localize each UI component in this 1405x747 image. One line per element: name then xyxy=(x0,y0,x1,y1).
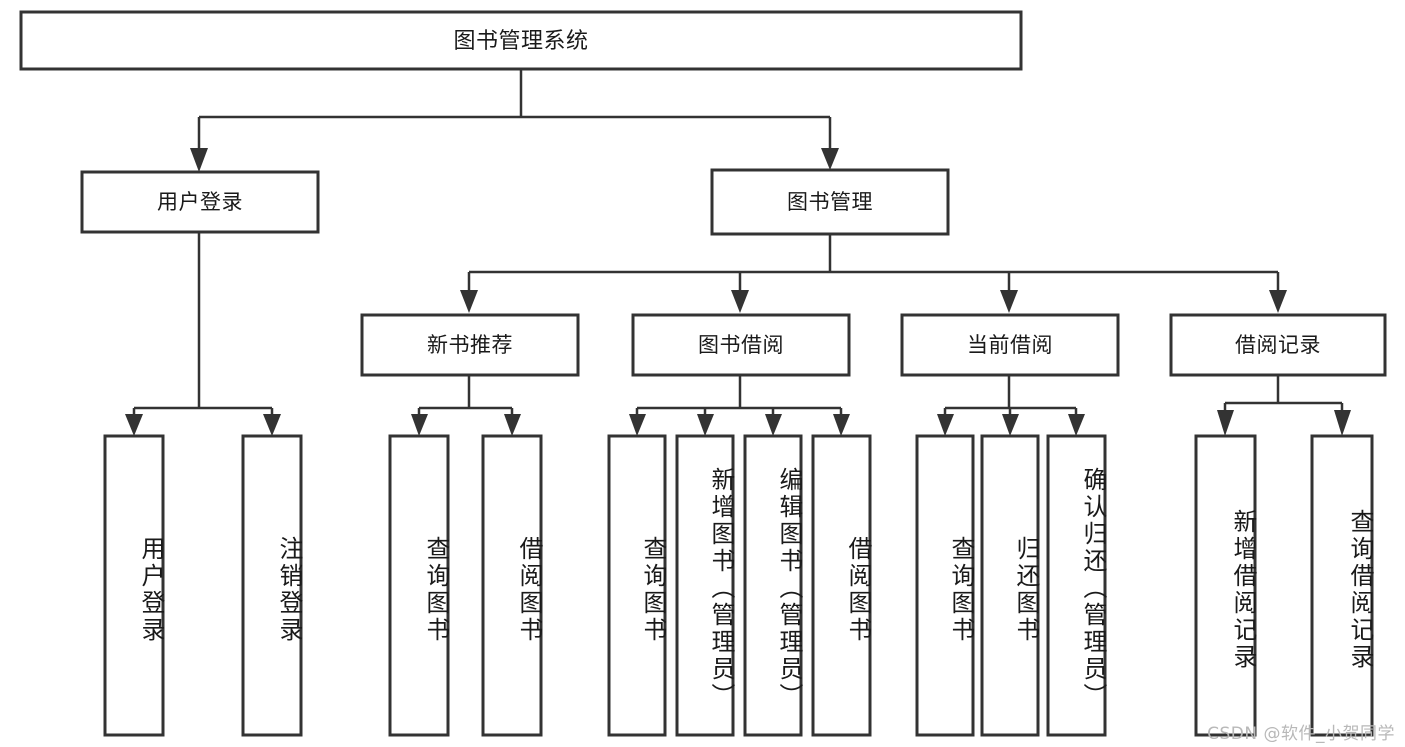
node-newbook-label: 新书推荐 xyxy=(427,333,513,357)
node-leaf6-box[interactable] xyxy=(675,434,735,737)
arrow-to-leaf6 xyxy=(697,414,714,436)
node-login-label: 用户登录 xyxy=(157,190,243,214)
node-record[interactable]: 借阅记录 xyxy=(1169,313,1387,377)
node-bookmgmt-box[interactable] xyxy=(710,168,950,236)
node-leaf8-box[interactable] xyxy=(811,434,872,737)
node-leaf10-box[interactable] xyxy=(980,434,1040,737)
node-leaf5-box[interactable] xyxy=(607,434,667,737)
node-leaf4-box[interactable] xyxy=(481,434,543,737)
arrow-to-leaf8 xyxy=(833,414,850,436)
arrow-to-record xyxy=(1269,290,1287,313)
arrow-to-leaf3 xyxy=(411,414,428,436)
node-leaf11-box[interactable] xyxy=(1046,434,1107,737)
node-borrow[interactable]: 图书借阅 xyxy=(631,313,851,377)
node-record-label: 借阅记录 xyxy=(1235,333,1321,357)
node-leaf13-box[interactable] xyxy=(1310,434,1374,737)
arrow-to-leaf13 xyxy=(1334,410,1351,436)
arrow-to-leaf7 xyxy=(765,414,782,436)
node-current-box[interactable] xyxy=(900,313,1120,377)
node-leaf1-box[interactable] xyxy=(103,434,165,737)
node-login-box[interactable] xyxy=(80,170,320,234)
arrow-to-leaf1 xyxy=(125,414,143,436)
node-leaf3-box[interactable] xyxy=(388,434,450,737)
node-login[interactable]: 用户登录 xyxy=(80,170,320,234)
node-record-box[interactable] xyxy=(1169,313,1387,377)
node-current[interactable]: 当前借阅 xyxy=(900,313,1120,377)
node-borrow-label: 图书借阅 xyxy=(698,333,784,357)
edges-layer xyxy=(125,69,1351,436)
node-borrow-box[interactable] xyxy=(631,313,851,377)
node-newbook[interactable]: 新书推荐 xyxy=(360,313,580,377)
arrow-to-leaf12 xyxy=(1217,410,1234,436)
watermark-text: CSDN @软件_小贺同学 xyxy=(1207,724,1395,744)
node-root-box[interactable] xyxy=(19,10,1023,71)
arrow-to-bookmgmt xyxy=(821,148,839,170)
arrow-to-current xyxy=(1000,290,1018,313)
node-leaf7-box[interactable] xyxy=(743,434,803,737)
node-newbook-box[interactable] xyxy=(360,313,580,377)
node-bookmgmt-label: 图书管理 xyxy=(787,190,873,214)
node-bookmgmt[interactable]: 图书管理 xyxy=(710,168,950,236)
node-leaf12-box[interactable] xyxy=(1194,434,1257,737)
arrow-to-leaf4 xyxy=(504,414,521,436)
arrow-to-leaf10 xyxy=(1002,414,1019,436)
arrow-to-leaf2 xyxy=(263,414,281,436)
arrow-to-borrow xyxy=(731,290,749,313)
leaf-boxes-layer xyxy=(103,434,1374,737)
node-leaf9-box[interactable] xyxy=(915,434,975,737)
arrow-to-leaf9 xyxy=(937,414,954,436)
node-leaf2-box[interactable] xyxy=(241,434,303,737)
node-root[interactable]: 图书管理系统 xyxy=(19,10,1023,71)
arrow-to-leaf11 xyxy=(1068,414,1085,436)
arrow-to-leaf5 xyxy=(629,414,646,436)
arrow-to-login xyxy=(190,148,208,172)
node-root-label: 图书管理系统 xyxy=(453,29,588,54)
arrow-to-newbook xyxy=(460,290,478,313)
node-current-label: 当前借阅 xyxy=(967,333,1053,357)
